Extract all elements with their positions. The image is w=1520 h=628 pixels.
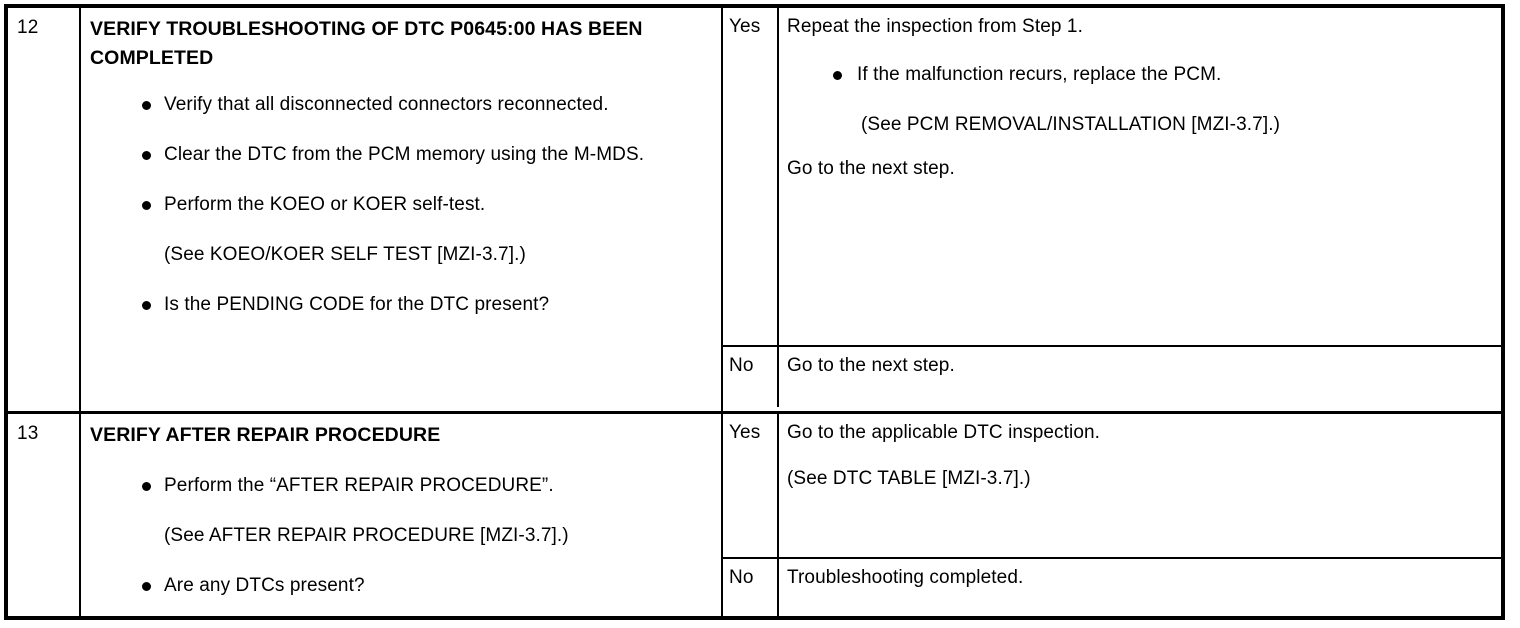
bullet-dot-icon xyxy=(142,582,151,591)
action-cell: Go to the next step. xyxy=(779,347,1501,407)
reference-note: (See DTC TABLE [MZI-3.7].) xyxy=(787,468,1031,489)
list-item: Clear the DTC from the PCM memory using … xyxy=(90,141,713,169)
step-title: VERIFY TROUBLESHOOTING OF DTC P0645:00 H… xyxy=(90,18,643,69)
result-row-no: No Troubleshooting completed. xyxy=(723,557,1501,620)
list-item: Verify that all disconnected connectors … xyxy=(90,91,713,119)
table-row: 12 VERIFY TROUBLESHOOTING OF DTC P0645:0… xyxy=(8,8,1501,411)
inspection-bullet-list: Perform the “AFTER REPAIR PROCEDURE”. (S… xyxy=(90,472,713,600)
bullet-dot-icon xyxy=(142,301,151,310)
result-label-cell: Yes xyxy=(723,414,779,557)
action-cell: Troubleshooting completed. xyxy=(779,559,1501,620)
step-number-cell: 13 xyxy=(8,414,81,620)
result-label-yes: Yes xyxy=(729,422,761,443)
list-item: If the malfunction recurs, replace the P… xyxy=(787,61,1493,89)
list-item-text: Perform the “AFTER REPAIR PROCEDURE”. xyxy=(164,475,554,496)
bullet-dot-icon xyxy=(833,71,842,80)
step-number-cell: 12 xyxy=(8,8,81,411)
action-text: Troubleshooting completed. xyxy=(787,567,1024,588)
result-row-yes: Yes Go to the applicable DTC inspection.… xyxy=(723,414,1501,557)
result-row-no: No Go to the next step. xyxy=(723,345,1501,407)
inspection-cell: VERIFY AFTER REPAIR PROCEDURE Perform th… xyxy=(81,414,723,620)
inspection-cell: VERIFY TROUBLESHOOTING OF DTC P0645:00 H… xyxy=(81,8,723,411)
list-item: Perform the “AFTER REPAIR PROCEDURE”. xyxy=(90,472,713,500)
inspection-bullet-list: Verify that all disconnected connectors … xyxy=(90,91,713,319)
list-item-text: Clear the DTC from the PCM memory using … xyxy=(164,144,645,165)
list-item: Perform the KOEO or KOER self-test. xyxy=(90,191,713,219)
action-tail-text: Go to the next step. xyxy=(787,158,955,179)
action-cell: Repeat the inspection from Step 1. If th… xyxy=(779,8,1501,345)
action-cell: Go to the applicable DTC inspection. (Se… xyxy=(779,414,1501,557)
result-label-no: No xyxy=(729,567,754,588)
list-item-text: Verify that all disconnected connectors … xyxy=(164,94,609,115)
action-lead-text: Repeat the inspection from Step 1. xyxy=(787,16,1083,37)
bullet-dot-icon xyxy=(142,151,151,160)
action-text: Go to the next step. xyxy=(787,355,955,376)
step-number: 12 xyxy=(17,17,39,38)
result-label-cell: No xyxy=(723,347,779,407)
step-number: 13 xyxy=(17,423,39,444)
result-label-no: No xyxy=(729,355,754,376)
bullet-dot-icon xyxy=(142,101,151,110)
list-item-text: Are any DTCs present? xyxy=(164,575,365,596)
bullet-dot-icon xyxy=(142,482,151,491)
step-title: VERIFY AFTER REPAIR PROCEDURE xyxy=(90,424,441,446)
table-row: 13 VERIFY AFTER REPAIR PROCEDURE Perform… xyxy=(8,411,1501,620)
result-label-cell: No xyxy=(723,559,779,620)
list-item-text: Is the PENDING CODE for the DTC present? xyxy=(164,294,550,315)
result-cell: Yes Repeat the inspection from Step 1. I… xyxy=(723,8,1501,411)
reference-note: (See PCM REMOVAL/INSTALLATION [MZI-3.7].… xyxy=(861,114,1281,135)
reference-note: (See KOEO/KOER SELF TEST [MZI-3.7].) xyxy=(164,244,526,265)
list-item-text: If the malfunction recurs, replace the P… xyxy=(857,64,1222,85)
list-item: Are any DTCs present? xyxy=(90,572,713,600)
result-label-cell: Yes xyxy=(723,8,779,345)
result-cell: Yes Go to the applicable DTC inspection.… xyxy=(723,414,1501,620)
reference-note: (See AFTER REPAIR PROCEDURE [MZI-3.7].) xyxy=(164,525,569,546)
action-lead-text: Go to the applicable DTC inspection. xyxy=(787,422,1101,443)
troubleshooting-table: 12 VERIFY TROUBLESHOOTING OF DTC P0645:0… xyxy=(4,4,1505,620)
result-row-yes: Yes Repeat the inspection from Step 1. I… xyxy=(723,8,1501,345)
list-item: Is the PENDING CODE for the DTC present? xyxy=(90,291,713,319)
bullet-dot-icon xyxy=(142,201,151,210)
result-label-yes: Yes xyxy=(729,16,761,37)
list-item-text: Perform the KOEO or KOER self-test. xyxy=(164,194,486,215)
